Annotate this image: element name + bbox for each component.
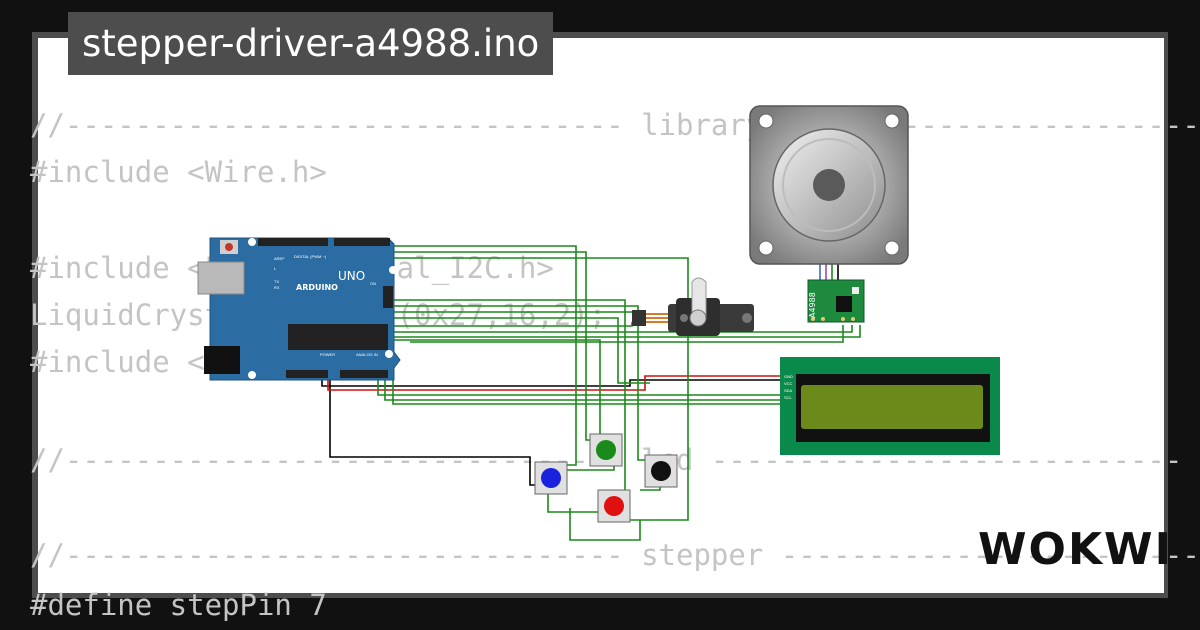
pushbutton-red[interactable] [597,489,631,523]
arduino-on-label: ON [370,281,376,286]
arduino-l-label: L [274,266,277,271]
code-line: #include <Wire.h> [30,155,327,189]
project-title: stepper-driver-a4988.ino [68,12,554,75]
arduino-tx-label: TX [274,279,279,284]
lcd-pin-label: VCC [784,381,793,386]
lcd-display[interactable]: GND VCC SDA SCL [780,357,1000,455]
a4988-driver[interactable]: A4988 [807,279,865,323]
wokwi-logo: WOKWI [978,524,1173,575]
arduino-analog-label: ANALOG IN [356,352,378,357]
arduino-brand: ARDUINO [296,283,338,292]
lcd-pin-label: GND [784,374,793,379]
arduino-uno-board[interactable]: ARDUINO UNO DIGITAL (PWM ~) POWER ANALOG… [197,237,401,381]
driver-label: A4988 [808,292,817,318]
code-line: //-------------------------------- stepp… [30,538,1200,572]
arduino-model: UNO [338,269,365,283]
stepper-motor[interactable] [749,105,909,265]
lcd-pin-label: SDA [784,388,793,393]
arduino-aref-label: AREF [274,256,285,261]
lcd-pin-label: SCL [784,395,793,400]
pushbutton-black[interactable] [644,454,678,488]
arduino-rx-label: RX [274,285,280,290]
arduino-power-label: POWER [320,352,335,357]
code-line: #define stepPin 7 [30,588,327,622]
pushbutton-blue[interactable] [534,461,568,495]
servo-motor[interactable] [632,277,754,336]
pushbutton-green[interactable] [589,433,623,467]
arduino-digital-label: DIGITAL (PWM ~) [294,254,327,259]
